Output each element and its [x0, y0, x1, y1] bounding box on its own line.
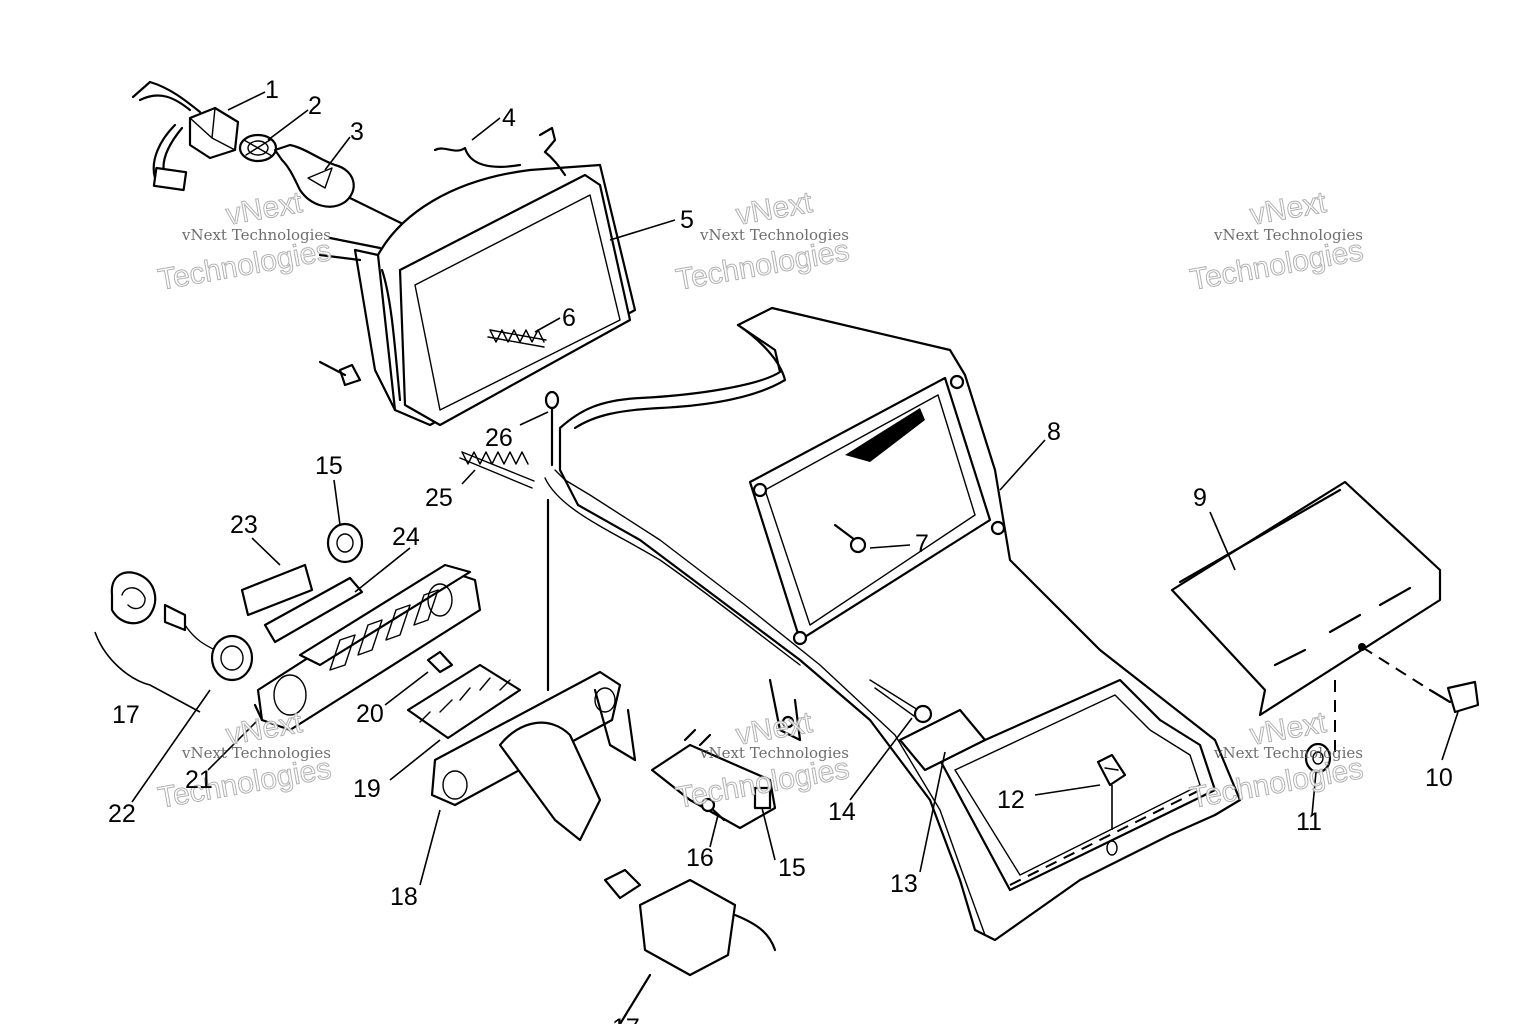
spring-6 — [487, 329, 547, 348]
washer-11 — [1304, 742, 1332, 774]
label-5: 5 — [680, 206, 694, 234]
label-13: 13 — [890, 870, 918, 898]
toggle-switch-15 — [650, 728, 777, 830]
connector-19 — [406, 663, 522, 740]
svg-text:vNext: vNext — [223, 186, 305, 232]
label-9: 9 — [1193, 484, 1207, 512]
label-15-upper: 15 — [315, 452, 343, 480]
svg-text:vNext Technologies: vNext Technologies — [1213, 744, 1363, 762]
label-21: 21 — [185, 766, 213, 794]
switch-panel — [253, 563, 482, 732]
label-20: 20 — [356, 700, 384, 728]
label-11: 11 — [1296, 808, 1322, 836]
label-3: 3 — [350, 118, 364, 146]
wing-screw-10 — [1428, 680, 1480, 714]
svg-text:vNext: vNext — [733, 186, 815, 232]
svg-text:vNext Technologies: vNext Technologies — [699, 744, 849, 762]
watermark-5: vNext vNext Technologies Technologies — [673, 705, 852, 815]
label-19: 19 — [353, 775, 381, 803]
label-2: 2 — [308, 92, 322, 120]
screw-16 — [700, 797, 726, 822]
label-7: 7 — [915, 530, 929, 558]
mount-bracket-18 — [430, 498, 637, 842]
headlight-housing — [318, 126, 637, 427]
strip-24 — [263, 576, 364, 644]
label-16: 16 — [686, 844, 714, 872]
connector-plug — [131, 80, 240, 192]
bracket-17 — [94, 631, 201, 713]
label-6: 6 — [562, 304, 576, 332]
part-labels: 1 2 3 4 5 6 7 8 9 10 11 12 13 14 15 16 1… — [108, 76, 1453, 1024]
label-12: 12 — [997, 786, 1025, 814]
screw-14 — [869, 679, 933, 724]
screw-7 — [833, 523, 867, 554]
label-17: 17 — [112, 701, 140, 729]
svg-text:vNext Technologies: vNext Technologies — [699, 226, 849, 244]
grommet-15 — [326, 522, 364, 564]
decal-23 — [240, 563, 314, 617]
leader-lines — [131, 91, 1459, 886]
cover-plate — [1170, 480, 1442, 760]
label-18: 18 — [390, 883, 418, 911]
watermark-3: vNext vNext Technologies Technologies — [1187, 185, 1366, 297]
watermark-1: vNext vNext Technologies Technologies — [155, 185, 334, 297]
label-25: 25 — [425, 484, 453, 512]
label-4: 4 — [502, 104, 516, 132]
label-24: 24 — [392, 523, 420, 551]
headlight-bulb — [273, 143, 407, 227]
label-8: 8 — [1047, 418, 1061, 446]
svg-text:vNext Technologies: vNext Technologies — [1213, 226, 1363, 244]
svg-text:vNext Technologies: vNext Technologies — [181, 744, 331, 762]
watermark-6: vNext vNext Technologies Technologies — [1187, 705, 1366, 815]
svg-text:vNext Technologies: vNext Technologies — [181, 226, 331, 244]
rod-26 — [544, 390, 560, 467]
watermark-4: vNext vNext Technologies Technologies — [155, 705, 334, 815]
label-17-bottom: 17 — [612, 1014, 640, 1024]
latch-12 — [1096, 753, 1127, 856]
spring-25 — [459, 451, 535, 489]
watermark-2: vNext vNext Technologies Technologies — [673, 185, 852, 297]
label-22: 22 — [108, 800, 136, 828]
label-14: 14 — [828, 798, 856, 826]
pin-20 — [426, 650, 454, 674]
label-10: 10 — [1425, 764, 1453, 792]
label-26: 26 — [485, 424, 513, 452]
hood-body — [544, 306, 1242, 942]
label-23: 23 — [230, 511, 258, 539]
label-1: 1 — [265, 76, 279, 104]
bulb-socket — [238, 133, 278, 163]
key-switch-assembly — [110, 571, 254, 682]
ignition-switch — [603, 868, 777, 1024]
label-15-lower: 15 — [778, 854, 806, 882]
svg-text:vNext: vNext — [1247, 186, 1329, 232]
